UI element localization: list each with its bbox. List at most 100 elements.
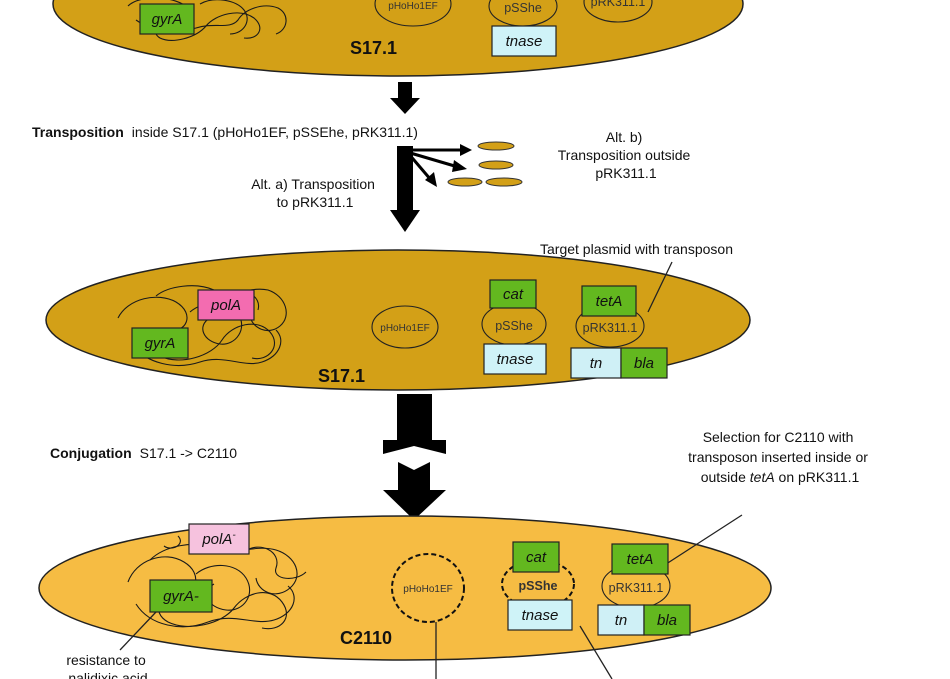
- target-plasmid-label: Target plasmid with transposon: [540, 241, 733, 257]
- transposition-arrows: [390, 144, 472, 232]
- branch-arrow-3-head: [425, 172, 437, 187]
- fragment-4: [447, 177, 483, 187]
- alt-a-label: Alt. a) Transposition to pRK311.1: [251, 176, 379, 210]
- bottom-tetA-label: tetA: [627, 551, 654, 568]
- transposition-title: Transposition: [32, 124, 124, 140]
- top-gyrA-box: [139, 3, 195, 35]
- top-cell-body: [52, 0, 744, 77]
- alt-b-line3: pRK311.1: [595, 165, 656, 181]
- bottom-cat-box: [512, 541, 560, 573]
- conjugation-title: Conjugation: [50, 445, 132, 461]
- bottom-gyrA-suffix: -: [194, 588, 199, 605]
- middle-plasmid-1: [371, 305, 439, 349]
- selection-line2: transposon inserted inside or: [688, 449, 868, 465]
- bottom-polA-sup: -: [232, 530, 236, 541]
- top-tnase-label: tnase: [506, 33, 543, 50]
- bottom-plasmid-1: [391, 553, 465, 623]
- middle-polA-label: polA: [210, 297, 241, 314]
- middle-cat-label: cat: [503, 286, 524, 303]
- top-plasmid-2-label: pSShe: [504, 1, 542, 15]
- fragment-2: [478, 160, 514, 170]
- middle-polA-box: [197, 289, 255, 321]
- bottom-gyrA-box: [149, 579, 213, 613]
- bottom-tetA-box: [611, 543, 669, 575]
- alt-a-line1: Alt. a) Transposition: [251, 176, 375, 192]
- bottom-gyrA-label: gyrA-: [163, 588, 199, 605]
- bottom-bla-label: bla: [657, 612, 677, 629]
- bottom-tnase-box: [507, 599, 573, 631]
- alt-a-arrow-head: [390, 210, 420, 232]
- middle-gyrA-label: gyrA: [145, 335, 176, 352]
- bottom-cell-name: C2110: [340, 628, 392, 648]
- alt-a-line2: to pRK311.1: [277, 194, 354, 210]
- selection-line3-gene: tetA: [750, 469, 775, 485]
- fragment-3: [485, 177, 523, 187]
- bottom-cell: polA- gyrA- pHoHo1EF pSShe cat tnase pRK…: [38, 514, 772, 679]
- middle-bla-label: bla: [634, 355, 654, 372]
- selection-label: Selection for C2110 with transposon inse…: [688, 429, 872, 485]
- bottom-tn-box: [597, 604, 645, 636]
- middle-tetA-box: [581, 285, 637, 317]
- bottom-polA-label: polA-: [201, 530, 236, 548]
- alt-b-line2: Transposition outside: [558, 147, 691, 163]
- conjugation-arrow: [383, 394, 446, 520]
- conjugation-line: Conjugation S17.1 -> C2110: [50, 445, 237, 461]
- transposition-line: Transposition inside S17.1 (pHoHo1EF, pSS…: [32, 124, 418, 140]
- middle-cell-name: S17.1: [318, 366, 365, 386]
- middle-tn-box: [570, 347, 622, 379]
- selection-line3-pre: outside: [701, 469, 750, 485]
- resistance-line2: nalidixic acid: [68, 670, 147, 679]
- bottom-plasmid-3-label: pRK311.1: [609, 581, 664, 595]
- branch-arrow-2: [406, 150, 459, 169]
- middle-plasmid-2-label: pSShe: [495, 319, 533, 333]
- alt-b-label: Alt. b) Transposition outside pRK311.1: [558, 129, 694, 181]
- selection-pointer: [659, 514, 743, 569]
- middle-plasmid-3-label: pRK311.1: [583, 321, 638, 335]
- bottom-plasmid-2-label: pSShe: [519, 579, 558, 593]
- bottom-plasmid-2: [501, 559, 575, 609]
- top-plasmid-1-label: pHoHo1EF: [388, 1, 437, 12]
- bottom-gyrA-name: gyrA: [163, 588, 194, 605]
- transposon-fragments: [447, 141, 523, 187]
- middle-bla-box: [620, 347, 668, 379]
- bottom-plasmid-2-line: [579, 625, 613, 679]
- resistance-pointer: [119, 611, 157, 651]
- bottom-tnase-label: tnase: [522, 607, 559, 624]
- bottom-polA-name: polA: [201, 531, 232, 548]
- selection-line1: Selection for C2110 with: [703, 429, 854, 445]
- conjugation-detail: S17.1 -> C2110: [140, 445, 238, 461]
- selection-line3: outside tetA on pRK311.1: [701, 469, 860, 485]
- middle-tnase-label: tnase: [497, 351, 534, 368]
- transposition-detail: inside S17.1 (pHoHo1EF, pSSEhe, pRK311.1…: [132, 124, 418, 140]
- top-plasmid-3-label: pRK311.1: [591, 0, 646, 9]
- top-gyrA-label: gyrA: [152, 11, 183, 28]
- bottom-tn-label: tn: [615, 612, 628, 629]
- conjugation-arrow-top: [383, 394, 446, 454]
- bottom-plasmid-1-label: pHoHo1EF: [403, 584, 452, 595]
- branch-arrow-2-head: [452, 160, 467, 172]
- top-cell-name: S17.1: [350, 38, 397, 58]
- middle-plasmid-1-label: pHoHo1EF: [380, 323, 429, 334]
- top-cell: gyrA pHoHo1EF pSShe pRK311.1 tnase S17.1: [52, 0, 744, 77]
- alt-a-arrow-shaft: [397, 146, 413, 210]
- fragment-1: [477, 141, 515, 151]
- resistance-label: resistance to nalidixic acid: [66, 652, 149, 679]
- middle-tnase-box: [483, 343, 547, 375]
- alt-b-line1: Alt. b): [606, 129, 643, 145]
- target-pointer: [647, 261, 673, 313]
- conjugation-arrow-bottom: [383, 462, 446, 520]
- branch-arrow-3: [406, 152, 433, 181]
- selection-line3-post: on pRK311.1: [775, 469, 860, 485]
- middle-gyrA-box: [131, 327, 189, 359]
- middle-tetA-label: tetA: [596, 293, 623, 310]
- top-plasmid-3: [583, 0, 653, 23]
- bottom-polA-box: [188, 523, 250, 555]
- resistance-line1: resistance to: [66, 652, 146, 668]
- branch-arrow-1-head: [460, 144, 472, 156]
- bottom-cat-label: cat: [526, 549, 547, 566]
- top-tnase-box: [491, 25, 557, 57]
- top-plasmid-1: [374, 0, 452, 27]
- middle-cat-box: [489, 279, 537, 309]
- middle-cell: Target plasmid with transposon polA gyrA…: [45, 241, 751, 391]
